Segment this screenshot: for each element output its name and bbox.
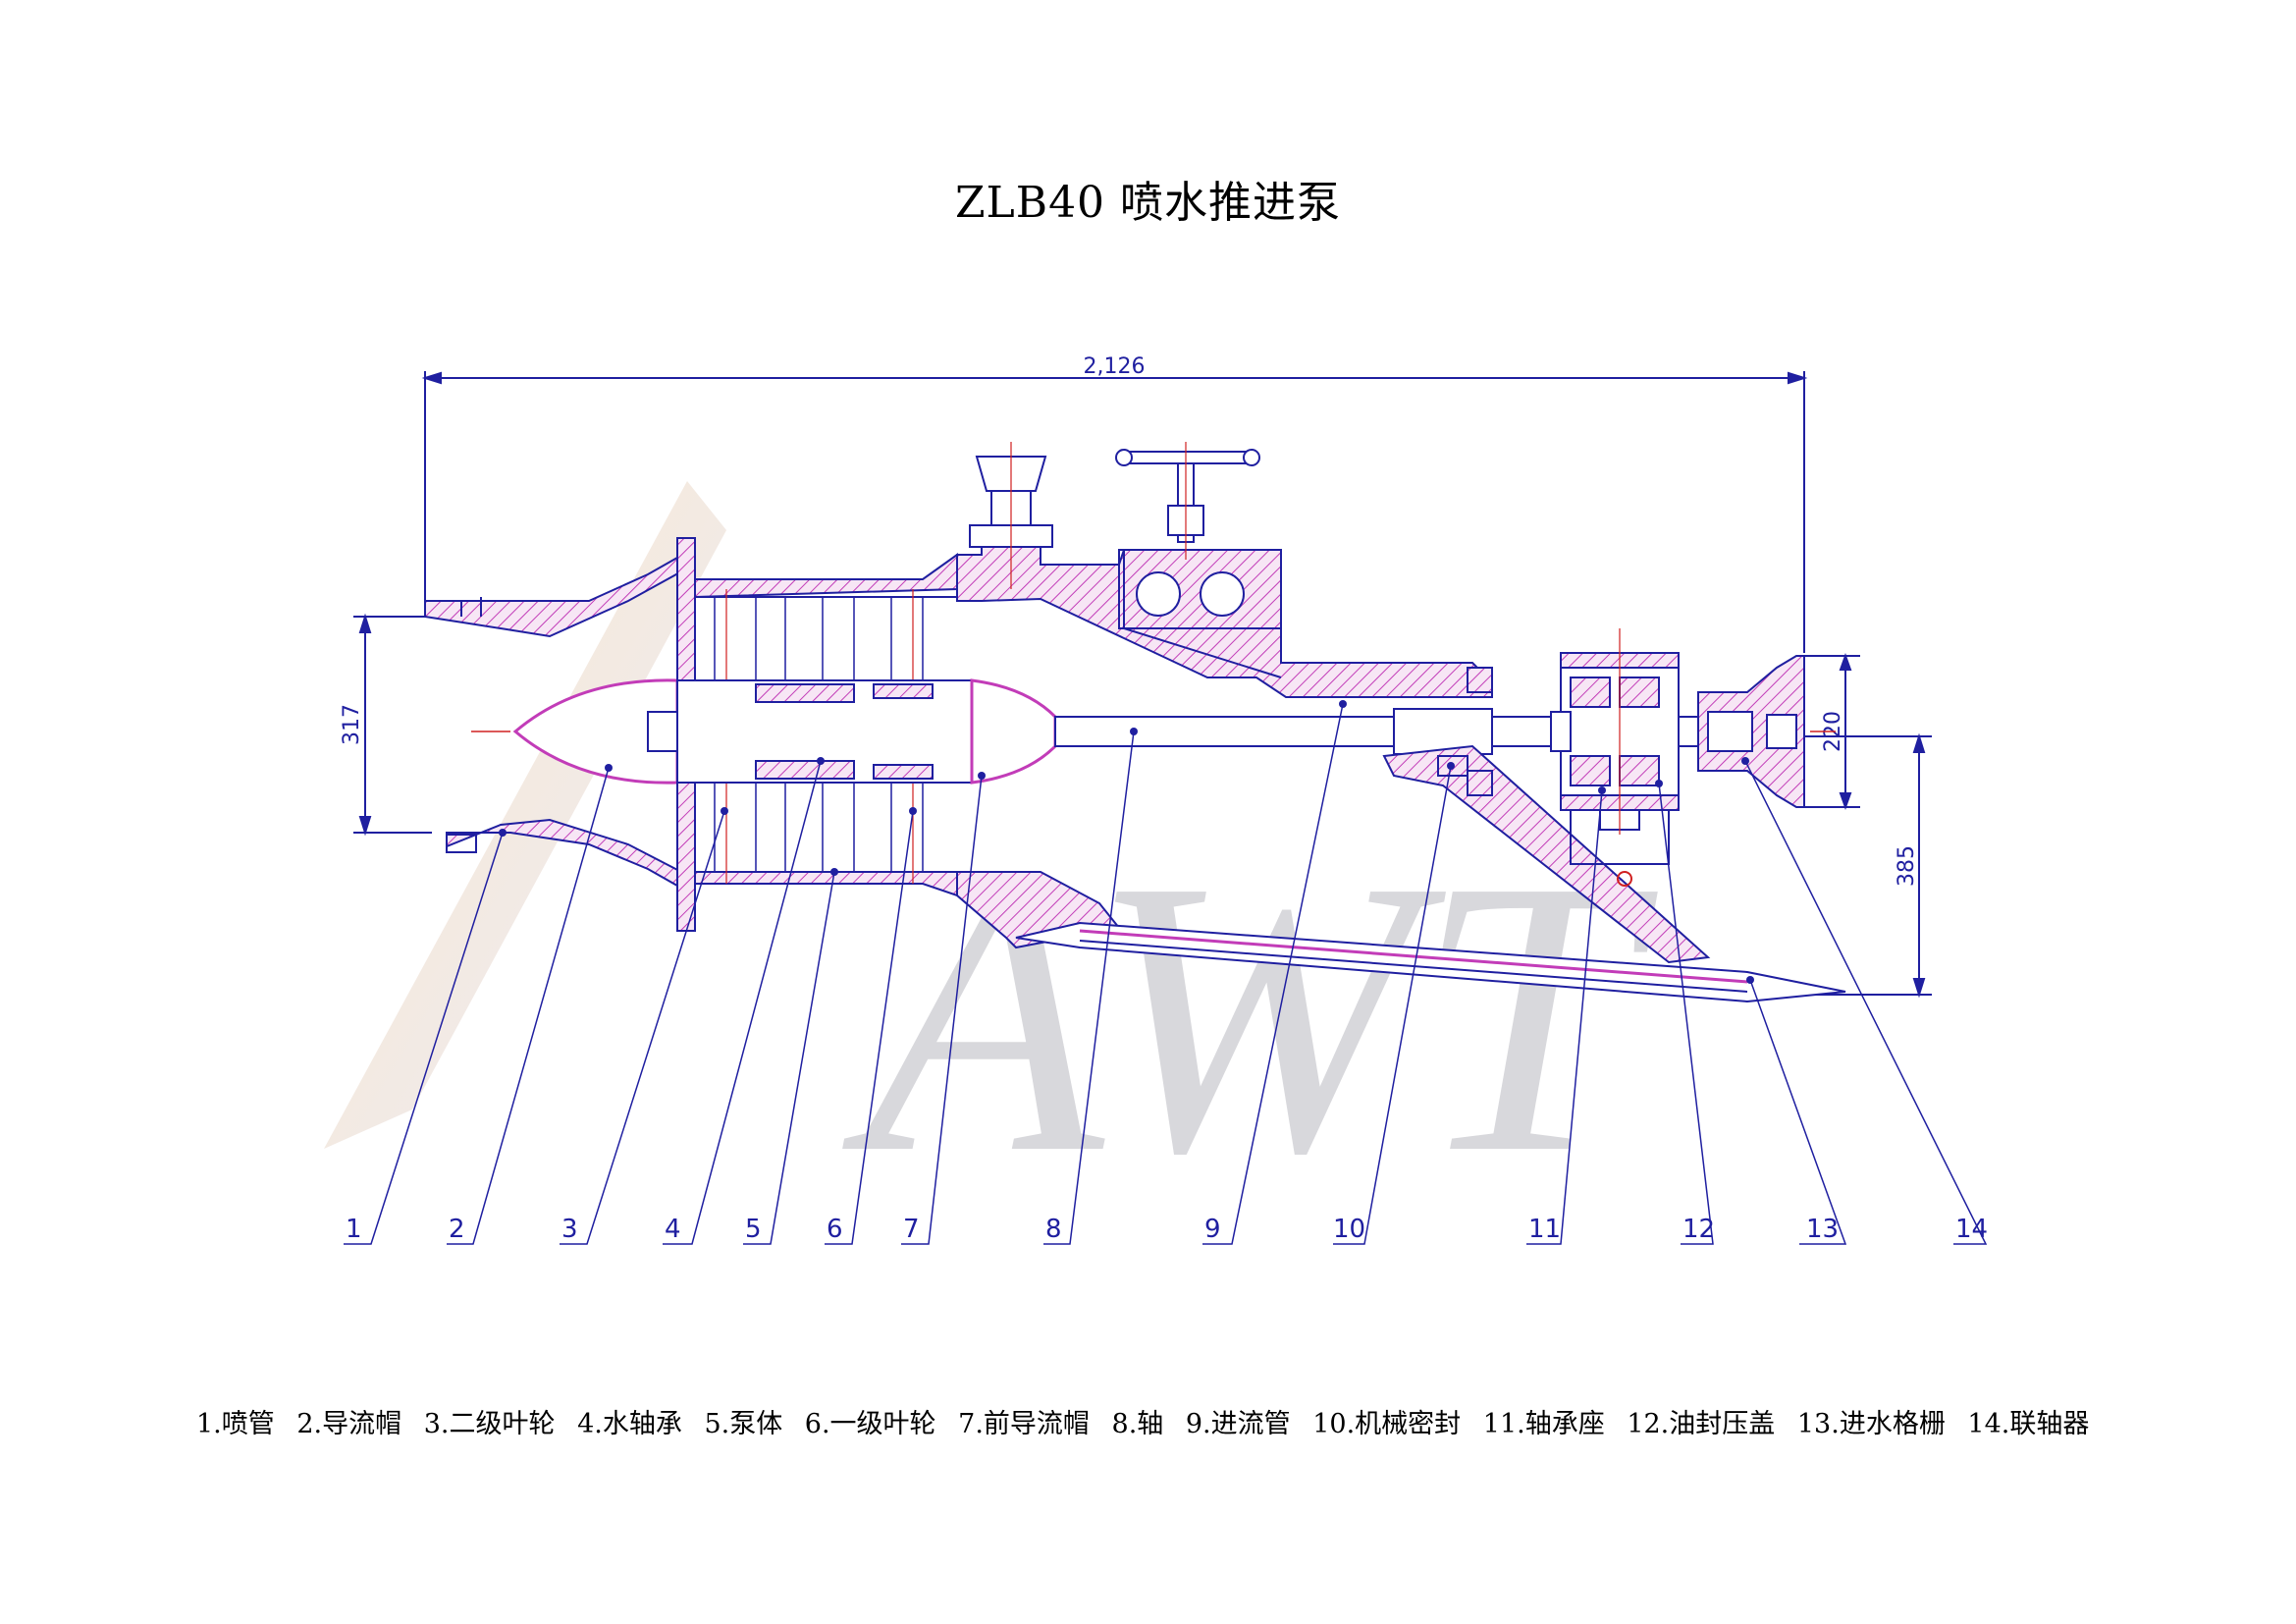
dim-shaft-height-label: 385 <box>1895 845 1919 887</box>
legend-item: 4.水轴承 <box>577 1409 682 1439</box>
legend-item: 6.一级叶轮 <box>804 1409 936 1439</box>
legend-item: 3.二级叶轮 <box>423 1409 556 1439</box>
intake-grille <box>956 744 1846 1003</box>
callout-9: 9 <box>1204 1215 1221 1244</box>
callout-12: 12 <box>1682 1215 1715 1244</box>
coupling <box>1697 655 1805 808</box>
callout-6: 6 <box>827 1215 843 1244</box>
callout-leaders <box>344 703 1988 1245</box>
dim-inlet-diameter-label: 317 <box>340 704 364 745</box>
bearing-housing <box>1550 628 1680 835</box>
legend-item: 12.油封压盖 <box>1627 1409 1776 1439</box>
callout-1: 1 <box>346 1215 362 1244</box>
callout-3: 3 <box>561 1215 578 1244</box>
callout-5: 5 <box>745 1215 762 1244</box>
dim-coupling-diameter <box>1796 653 1860 810</box>
callout-7: 7 <box>903 1215 920 1244</box>
legend-item: 7.前导流帽 <box>958 1409 1090 1439</box>
dim-inlet-diameter <box>353 613 432 837</box>
vent-stub <box>969 442 1053 589</box>
callout-10: 10 <box>1333 1215 1365 1244</box>
legend-item: 11.轴承座 <box>1482 1409 1605 1439</box>
legend-item: 8.轴 <box>1111 1409 1164 1439</box>
valve-handwheel <box>1115 442 1260 560</box>
legend-item: 14.联轴器 <box>1967 1409 2090 1439</box>
callout-8: 8 <box>1045 1215 1062 1244</box>
intake-duct <box>956 544 1493 698</box>
parts-legend: 1.喷管 2.导流帽 3.二级叶轮 4.水轴承 5.泵体 6.一级叶轮 7.前导… <box>196 1402 2110 1440</box>
legend-item: 10.机械密封 <box>1312 1409 1462 1439</box>
callout-11: 11 <box>1528 1215 1561 1244</box>
impeller-hub <box>647 679 973 784</box>
callout-numbers: 1 2 3 4 5 6 7 8 9 10 11 12 13 14 <box>346 1215 1988 1244</box>
dim-shaft-height <box>1757 732 1932 999</box>
callout-2: 2 <box>449 1215 465 1244</box>
legend-item: 13.进水格栅 <box>1796 1409 1946 1439</box>
legend-item: 9.进流管 <box>1185 1409 1291 1439</box>
dim-overall-length-label: 2,126 <box>1084 354 1146 379</box>
legend-item: 5.泵体 <box>704 1409 783 1439</box>
page-title: ZLB40 喷水推进泵 <box>954 178 1342 228</box>
callout-dots <box>499 700 1754 984</box>
legend-item: 1.喷管 <box>196 1409 275 1439</box>
callout-4: 4 <box>665 1215 681 1244</box>
front-guide-cap <box>970 678 1057 785</box>
callout-14: 14 <box>1955 1215 1988 1244</box>
legend-item: 2.导流帽 <box>296 1409 402 1439</box>
callout-13: 13 <box>1806 1215 1839 1244</box>
watermark-text: AWT <box>839 799 1662 1234</box>
dim-overall-length <box>421 371 1808 653</box>
